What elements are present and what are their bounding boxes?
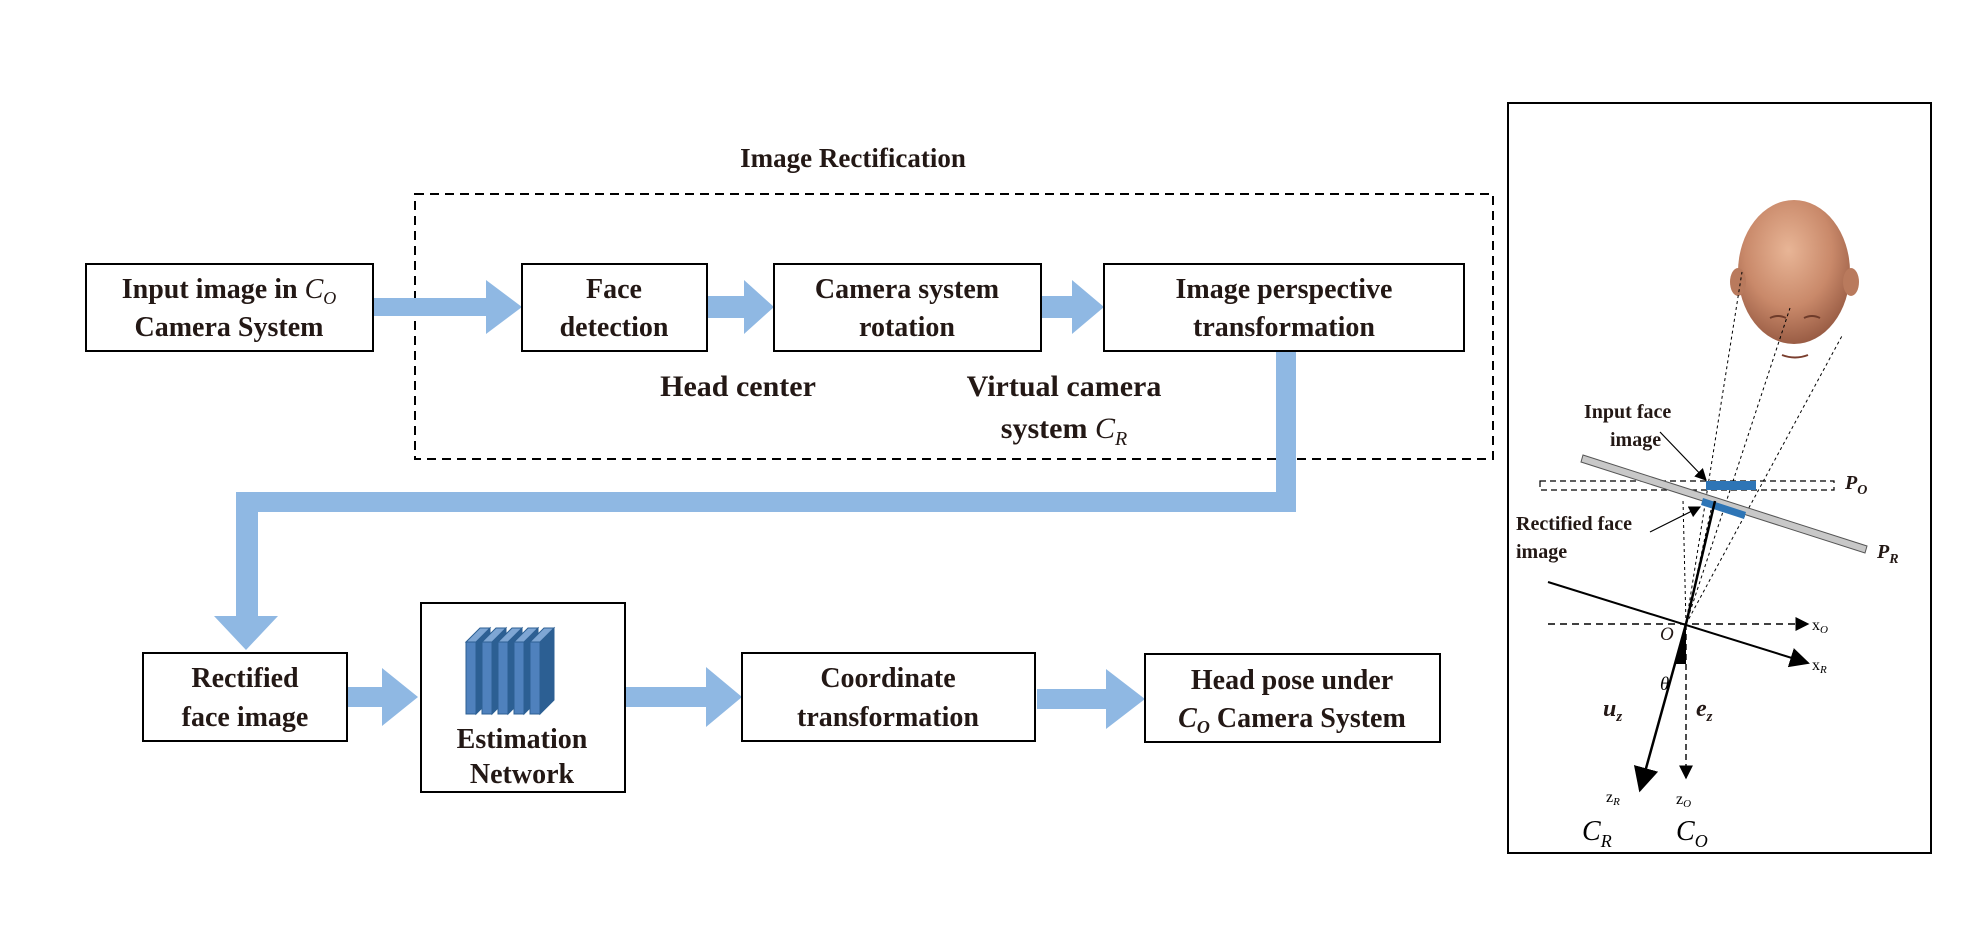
rectification-region [414, 193, 1494, 460]
svg-text:zO: zO [1676, 791, 1691, 810]
svg-text:system CR: system CR [1001, 412, 1127, 450]
perspective-line2: transformation [1193, 312, 1375, 343]
perspective-line1: Image perspective [1176, 274, 1393, 305]
pr-symbol: P [1876, 541, 1890, 563]
xo-symbol: x [1812, 617, 1820, 634]
theta-label: θ [1660, 674, 1669, 695]
face-detection-box: Face detection [521, 263, 708, 352]
rectified-face-label-line1: Rectified face [1516, 513, 1632, 535]
svg-text:CO: CO [1676, 816, 1708, 851]
camera-rotation-line2: rotation [859, 312, 955, 343]
theta-wedge [1675, 624, 1686, 664]
network-line2: Network [470, 759, 575, 790]
cr-symbol: C [1095, 412, 1116, 445]
head-pose-line2: Camera System [1210, 703, 1406, 734]
camera-rotation-box: Camera system rotation [773, 263, 1042, 352]
arrow-input-to-face [373, 280, 522, 334]
arrow-coordinate-to-headpose [1037, 669, 1145, 729]
co-symbol-2: C [1178, 703, 1197, 734]
ez-subscript: z [1706, 709, 1713, 725]
estimation-network-box: Estimation Network [420, 602, 626, 793]
po-subscript: O [1857, 483, 1867, 498]
zr-symbol: z [1606, 789, 1613, 806]
perspective-box: Image perspective transformation [1103, 263, 1465, 352]
virtual-camera-line2: system [1001, 412, 1095, 445]
pr-plane [1580, 454, 1868, 554]
svg-text:xR: xR [1812, 657, 1827, 676]
head-center-note: Head center [660, 370, 816, 403]
svg-text:PO: PO [1844, 472, 1867, 498]
input-face-label-line2: image [1610, 429, 1661, 451]
face-detection-line2: detection [560, 312, 669, 343]
input-face-image-segment [1706, 481, 1756, 490]
network-layers-icon [464, 626, 556, 716]
zr-subscript: R [1612, 796, 1620, 808]
cr-subscript: R [1114, 428, 1127, 450]
input-box-label-line2: Camera System [135, 312, 324, 343]
co-panel-subscript: O [1695, 831, 1708, 851]
rectified-face-label-line2: image [1516, 541, 1567, 563]
rectified-line2: face image [182, 702, 309, 733]
arrow-rotation-to-perspective [1041, 280, 1104, 334]
co-subscript: O [323, 288, 336, 308]
ez-symbol: e [1696, 696, 1707, 722]
rectified-face-image-segment [1701, 498, 1746, 519]
svg-text:ez: ez [1696, 696, 1713, 725]
coordinate-line2: transformation [797, 702, 979, 733]
uz-subscript: z [1615, 709, 1622, 725]
arrow-rectified-to-network [348, 668, 418, 726]
xo-subscript: O [1820, 624, 1828, 636]
pr-subscript: R [1888, 552, 1898, 567]
head-illustration [1730, 200, 1859, 359]
zr-axis [1633, 623, 1688, 793]
arrow-network-to-coordinate [626, 667, 742, 727]
zo-subscript: O [1683, 798, 1691, 810]
po-symbol: P [1844, 472, 1858, 494]
input-face-label-line1: Input face [1584, 401, 1671, 423]
co-panel-symbol: C [1676, 816, 1695, 847]
geometry-panel: Input face image Rectified face image PO… [1507, 102, 1932, 854]
svg-text:PR: PR [1876, 541, 1899, 567]
camera-rotation-line1: Camera system [815, 274, 999, 305]
co-symbol: C [305, 274, 324, 305]
xr-symbol: x [1812, 657, 1820, 674]
network-layer [528, 626, 556, 716]
origin-label: O [1660, 624, 1674, 645]
zo-symbol: z [1676, 791, 1683, 808]
input-box-label: Input image in [122, 274, 305, 305]
head-pose-box: Head pose under CO Camera System [1144, 653, 1441, 743]
face-detection-line1: Face [586, 274, 642, 305]
section-title: Image Rectification [740, 143, 966, 173]
arrow-face-to-rotation [707, 280, 774, 334]
cr-panel-symbol: C [1582, 816, 1601, 847]
coordinate-box: Coordinate transformation [741, 652, 1036, 742]
svg-text:uz: uz [1603, 696, 1622, 725]
svg-text:CO Camera System: CO Camera System [1178, 703, 1406, 737]
svg-text:xO: xO [1812, 617, 1828, 636]
co-subscript-2: O [1197, 717, 1210, 737]
flow-arrows [214, 280, 1296, 729]
rectified-line1: Rectified [191, 663, 299, 694]
input-image-box: Input image in CO Camera System [85, 263, 374, 352]
svg-text:zR: zR [1606, 789, 1620, 808]
xr-subscript: R [1819, 664, 1827, 676]
head-pose-line1: Head pose under [1191, 665, 1393, 696]
svg-text:CR: CR [1582, 816, 1612, 851]
optical-axis-up [1684, 500, 1717, 625]
cr-panel-subscript: R [1600, 831, 1612, 851]
coordinate-line1: Coordinate [820, 663, 955, 694]
uz-symbol: u [1603, 696, 1616, 722]
virtual-camera-line1: Virtual camera [967, 370, 1162, 403]
arrow-perspective-to-rectified [214, 350, 1296, 650]
rectified-face-box: Rectified face image [142, 652, 348, 742]
svg-text:Input image in CO: Input image in CO [122, 274, 337, 308]
network-line1: Estimation [457, 724, 588, 755]
xr-axis [1547, 581, 1810, 668]
